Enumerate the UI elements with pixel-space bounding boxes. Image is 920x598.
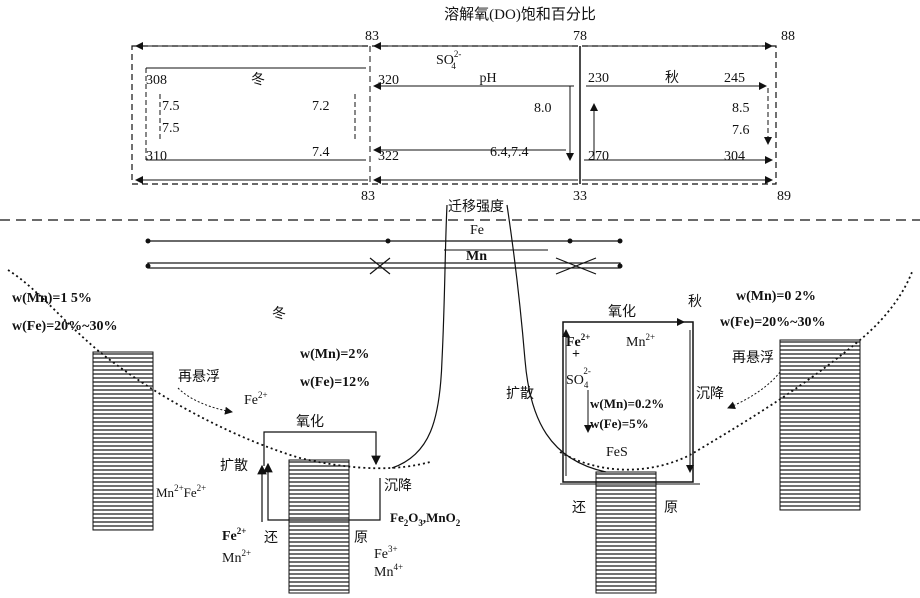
winter-diffuse: 扩散	[220, 457, 248, 473]
fe-line-node-2	[567, 238, 573, 244]
autumn-resuspend: 再悬浮	[732, 349, 774, 365]
autumn-r2: 7.6	[732, 123, 750, 138]
winter-mn-top: w(Mn)=1 5%	[12, 291, 92, 306]
winter-fe2-bottom: Fe2+	[222, 526, 246, 544]
winter-season-label: 冬	[251, 71, 265, 87]
winter-mn2-bottom: Mn2+	[222, 548, 251, 566]
sediment-column-right	[779, 339, 861, 511]
autumn-tr: 245	[724, 71, 745, 86]
autumn-box: 230 秋 245 8.5 7.6 270 304	[584, 69, 773, 164]
winter-tl: 308	[146, 73, 167, 88]
mn-line-end-dot	[617, 263, 623, 269]
ph-tl: 320	[378, 73, 399, 88]
ph-so4-label: SO2-4	[436, 49, 461, 71]
winter-mn-fe: Mn2+Fe2+	[156, 483, 206, 500]
winter-bl: 310	[146, 149, 167, 164]
autumn-br: 304	[724, 149, 745, 164]
winter-mn-inner: w(Mn)=2%	[300, 347, 369, 362]
autumn-basin: 氧化 秋 w(Mn)=0 2% w(Fe)=20%~30% Fe2+ + Mn2…	[506, 289, 825, 515]
winter-mn4: Mn4+	[374, 562, 403, 580]
autumn-bl: 270	[588, 149, 609, 164]
fe-line-start-dot	[145, 238, 151, 244]
ph-bl: 322	[378, 149, 399, 164]
winter-fe-top: w(Fe)=20%~30%	[12, 319, 117, 334]
winter-r2: 7.5	[162, 121, 180, 136]
autumn-reduce-b: 原	[664, 499, 678, 515]
autumn-mn-inner: w(Mn)=0.2%	[590, 396, 664, 411]
top-number-mid: 78	[573, 29, 587, 44]
ph-r1: 8.0	[534, 101, 552, 116]
migration-curve-right	[506, 204, 607, 473]
autumn-resuspend-arrow	[727, 371, 781, 409]
top-number-left: 83	[365, 29, 379, 44]
winter-br: 7.4	[312, 145, 330, 160]
autumn-settle: 沉降	[696, 385, 724, 401]
migration-lines: Fe Mn	[145, 204, 623, 473]
winter-season: 冬	[272, 305, 286, 321]
winter-settle: 沉降	[384, 477, 412, 493]
autumn-fe-inner: w(Fe)=5%	[590, 416, 649, 431]
autumn-mn-top: w(Mn)=0 2%	[736, 289, 816, 304]
winter-r1b: 7.2	[312, 99, 330, 114]
diagram-title: 溶解氧(DO)饱和百分比	[444, 6, 596, 23]
winter-oxidize-arrow	[263, 431, 381, 466]
winter-oxidize: 氧化	[296, 413, 324, 429]
winter-reduce-loop	[263, 462, 381, 521]
winter-oxides: Fe2O3,MnO2	[390, 510, 461, 528]
do-saturation-panel: 83 78 88 83 33 89 308 冬 7.5 7.2 7.5 310 …	[131, 29, 795, 214]
autumn-plus: +	[572, 347, 580, 362]
winter-fe-inner: w(Fe)=12%	[300, 375, 370, 390]
autumn-diffuse: 扩散	[506, 385, 534, 401]
winter-reduce-b: 原	[354, 529, 368, 545]
autumn-fe-top: w(Fe)=20%~30%	[720, 315, 825, 330]
winter-reduce-a: 还	[264, 529, 278, 545]
autumn-oxidize: 氧化	[608, 303, 636, 319]
autumn-so4: SO42-	[566, 366, 591, 390]
migration-label: 迁移强度	[448, 198, 504, 214]
winter-fe3: Fe3+	[374, 544, 398, 562]
winter-resuspend-arrow	[177, 387, 233, 415]
winter-fe2: Fe2+	[244, 390, 268, 408]
winter-resuspend: 再悬浮	[178, 368, 220, 384]
autumn-season: 秋	[688, 293, 702, 309]
ph-label: pH	[479, 71, 496, 86]
ph-box: SO2-4 320 pH 8.0 322 6.4,7.4	[373, 49, 574, 164]
mn-line-start-dot	[145, 263, 151, 269]
bottom-number-left: 83	[361, 189, 375, 204]
sediment-column-left	[92, 351, 154, 531]
winter-r1a: 7.5	[162, 99, 180, 114]
fe-legend-label: Fe	[470, 223, 484, 238]
right-basin-bed	[559, 271, 913, 471]
autumn-mn2: Mn2+	[626, 332, 655, 350]
sediment-column-center-right	[595, 471, 657, 594]
autumn-tl: 230	[588, 71, 609, 86]
top-number-right: 88	[781, 29, 795, 44]
autumn-season-label: 秋	[665, 69, 679, 85]
bottom-number-right: 89	[777, 189, 791, 204]
ph-br: 6.4,7.4	[490, 145, 529, 160]
mn-line-crossings	[369, 257, 597, 275]
fe-line-end-dot	[617, 238, 623, 244]
autumn-reduce-a: 还	[572, 499, 586, 515]
autumn-fes: FeS	[606, 445, 628, 460]
winter-box: 308 冬 7.5 7.2 7.5 310 7.4	[145, 67, 366, 164]
autumn-fe2: Fe2+	[566, 332, 590, 350]
mn-line	[147, 262, 621, 269]
migration-curve-left	[391, 204, 448, 469]
bottom-number-mid: 33	[573, 189, 587, 204]
winter-basin: w(Mn)=1 5% w(Fe)=20%~30% 冬 w(Mn)=2% w(Fe…	[12, 291, 461, 580]
sediment-column-center-left	[288, 459, 350, 594]
mn-legend-label: Mn	[466, 249, 487, 264]
fe-line-node-1	[385, 238, 391, 244]
autumn-r1: 8.5	[732, 101, 750, 116]
